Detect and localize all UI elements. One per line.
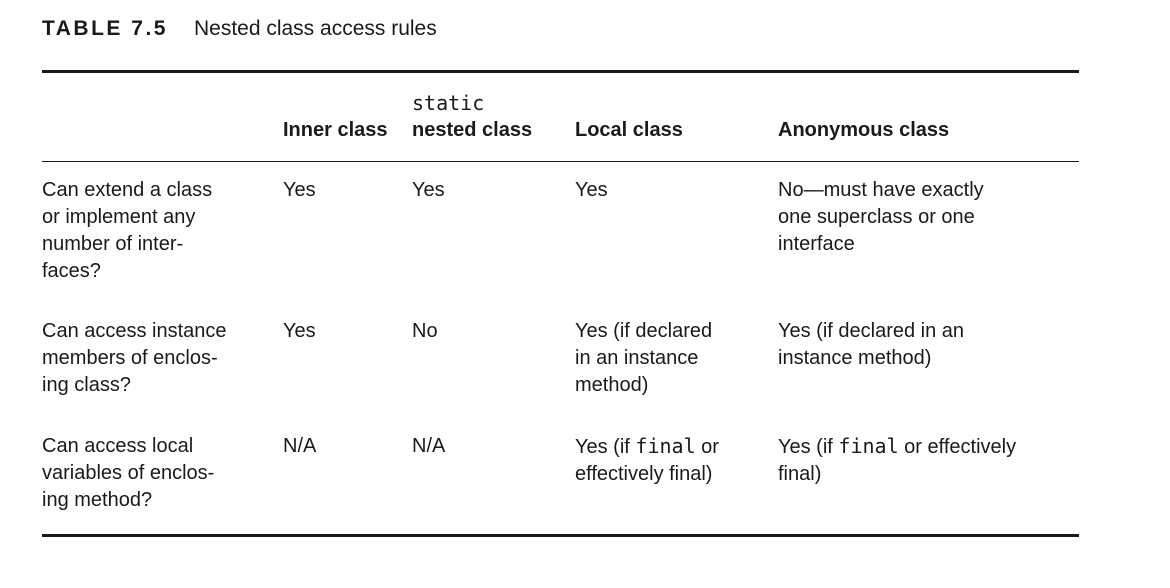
anonymous-final-line: Yes (if final or effectively xyxy=(778,434,1017,458)
table-cell-inner: Yes xyxy=(283,179,316,201)
header-rule xyxy=(42,161,1079,162)
final-keyword: final xyxy=(635,434,696,458)
static-header-rest: nested class xyxy=(412,119,533,141)
table-cell-inner: N/A xyxy=(283,435,317,457)
bottom-rule xyxy=(42,534,1079,537)
table-cell-static-nested: N/A xyxy=(412,435,446,457)
top-rule xyxy=(42,70,1079,73)
row-question: Can access local variables of enclos- in… xyxy=(42,435,215,511)
table-cell-inner: Yes xyxy=(283,320,316,342)
table-title: Nested class access rules xyxy=(193,17,437,40)
table-cell-anonymous: Yes (if final or effectively final) xyxy=(778,434,1017,485)
column-header-local-class: Local class xyxy=(575,119,683,141)
static-keyword: static xyxy=(412,91,485,115)
row-question: Can extend a class or implement any numb… xyxy=(42,179,213,282)
final-keyword: final xyxy=(838,434,899,458)
table-cell-static-nested: Yes xyxy=(412,179,445,201)
table-cell-anonymous: No—must have exactly one superclass or o… xyxy=(778,179,984,255)
table-cell-local: Yes (if final or effectively final) xyxy=(575,434,719,485)
table-number: TABLE 7.5 xyxy=(42,17,168,40)
column-header-inner-class: Inner class xyxy=(283,119,388,141)
table-cell-anonymous: Yes (if declared in an instance method) xyxy=(778,320,965,369)
column-header-anonymous-class: Anonymous class xyxy=(778,119,950,141)
row-question: Can access instance members of enclos- i… xyxy=(42,320,227,396)
local-final-line: Yes (if final or xyxy=(575,434,719,458)
column-header-static-nested-class: static nested class xyxy=(412,90,532,144)
table-cell-static-nested: No xyxy=(412,320,438,342)
table-cell-local: Yes xyxy=(575,179,608,201)
table-caption: TABLE 7.5 Nested class access rules xyxy=(42,17,437,41)
table-cell-local: Yes (if declared in an instance method) xyxy=(575,320,713,396)
